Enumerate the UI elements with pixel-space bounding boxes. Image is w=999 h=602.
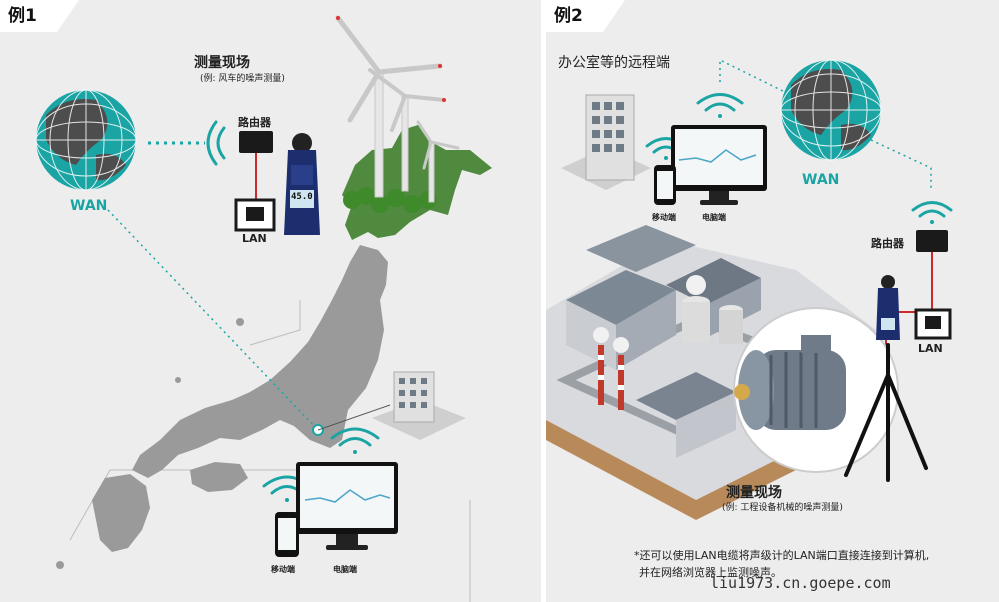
router-label: 路由器: [871, 237, 904, 250]
example2-tag: 例2: [546, 0, 625, 32]
wan-label: WAN: [802, 172, 840, 188]
office-title: 办公室等的远程端: [558, 55, 670, 71]
pc-label: 电脑端: [702, 213, 726, 222]
example2-illustration: [546, 58, 953, 520]
site-title: 测量现场: [194, 55, 250, 71]
router-icon: [916, 230, 948, 252]
wifi-icon: [330, 427, 380, 454]
lan-port-icon: [234, 198, 276, 232]
meter-reading: 45.0: [291, 192, 313, 202]
wifi-icon: [206, 120, 226, 166]
pc-label: 电脑端: [333, 565, 357, 574]
wan-link-dots: [870, 139, 932, 190]
tripod-icon: [844, 343, 928, 482]
site-subtitle: (例: 风车的噪声测量): [200, 74, 285, 84]
office-building-icon: [372, 371, 466, 440]
kyushu-island: [92, 474, 150, 552]
island: [175, 377, 181, 383]
shikoku-island: [190, 462, 248, 492]
globe-icon: [35, 89, 137, 191]
honshu-island: [132, 245, 388, 478]
site-subtitle: (例: 工程设备机械的噪声测量): [722, 503, 843, 513]
island: [56, 561, 64, 569]
wan-label: WAN: [70, 198, 108, 214]
hokkaido-island: [342, 125, 492, 240]
wan-link-dots: [719, 58, 792, 96]
lan-label: LAN: [918, 342, 943, 355]
sound-level-meter-icon: [284, 133, 320, 235]
router-label: 路由器: [238, 116, 271, 129]
router-icon: [239, 131, 273, 153]
wind-turbines: [335, 15, 460, 203]
watermark-text: liu1973.cn.goepe.com: [710, 574, 891, 592]
wifi-icon: [696, 93, 744, 118]
wifi-icon: [911, 201, 953, 224]
motor-closeup-illustration: [733, 307, 899, 473]
map-border-lines: [69, 300, 471, 602]
note-line-2: 并在网络浏览器上监测噪声。: [639, 566, 782, 579]
globe-icon: [780, 59, 882, 161]
site-title: 测量现场: [726, 485, 782, 501]
office-building-icon: [561, 94, 651, 190]
pc-monitor-icon: [296, 462, 398, 550]
mobile-label: 移动端: [652, 213, 676, 222]
wan-link-dots: [107, 209, 319, 431]
mobile-phone-icon: [654, 165, 676, 205]
lan-port-icon: [914, 308, 952, 340]
trees: [343, 187, 437, 213]
island: [236, 318, 244, 326]
mobile-label: 移动端: [271, 565, 295, 574]
callout-line: [317, 404, 391, 431]
example1-illustration: [35, 15, 492, 602]
mobile-phone-icon: [275, 512, 299, 557]
note-line-1: *还可以使用LAN电缆将声级计的LAN端口直接连接到计算机,: [634, 549, 930, 562]
example1-panel: 例1 测量现场 (例: 风车的噪声测量) WAN 路由器 LAN 45.0 移动…: [0, 0, 541, 602]
example1-tag: 例1: [0, 0, 79, 32]
sound-level-meter-icon: [876, 275, 900, 340]
pc-monitor-icon: [671, 125, 767, 205]
example2-panel: 例2 办公室等的远程端 WAN 路由器 LAN 移动端 电脑端 测量现场 (例:…: [546, 0, 999, 602]
lan-label: LAN: [242, 232, 267, 245]
